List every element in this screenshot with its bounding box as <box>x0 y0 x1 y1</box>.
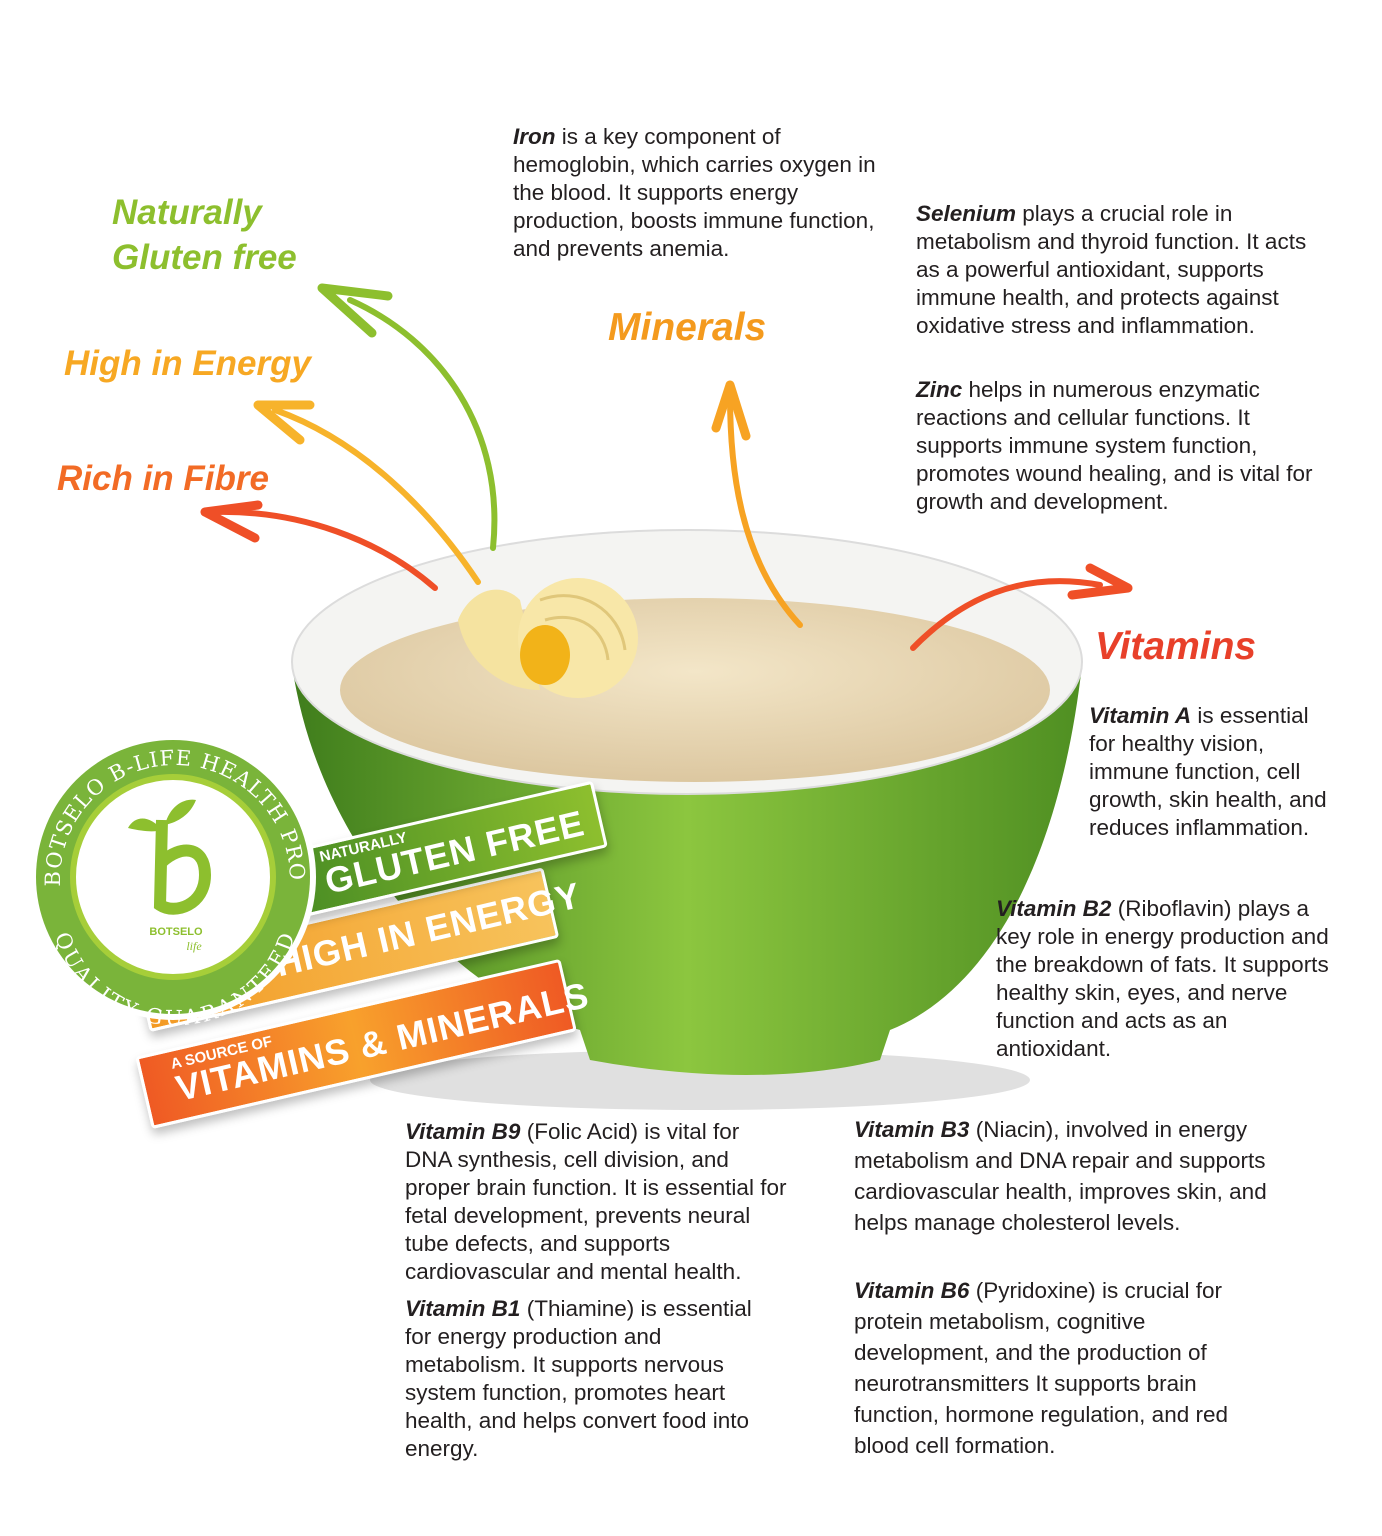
label-naturally: Naturally <box>112 193 262 232</box>
vitamin-b1-description: Vitamin B1 (Thiamine) is essential for e… <box>405 1295 775 1463</box>
vitamin-b6-description: Vitamin B6 (Pyridoxine) is crucial for p… <box>854 1275 1274 1461</box>
label-high-energy: High in Energy <box>64 344 311 383</box>
selenium-description: Selenium plays a crucial role in metabol… <box>916 200 1311 340</box>
nutrient-text: (Niacin), involved in energy metabolism … <box>854 1117 1267 1235</box>
iron-description: Iron is a key component of hemoglobin, w… <box>513 123 885 263</box>
nutrient-text: (Folic Acid) is vital for DNA synthesis,… <box>405 1119 787 1284</box>
label-vitamins: Vitamins <box>1095 625 1257 668</box>
nutrient-name: Vitamin A <box>1089 703 1192 728</box>
arrows <box>200 283 1133 651</box>
bowl-shadow <box>370 1050 1030 1110</box>
vitamin-b9-description: Vitamin B9 (Folic Acid) is vital for DNA… <box>405 1118 790 1286</box>
vitamin-b2-description: Vitamin B2 (Riboflavin) plays a key role… <box>996 895 1331 1063</box>
nutrient-name: Vitamin B1 <box>405 1296 521 1321</box>
nutrient-name: Vitamin B9 <box>405 1119 521 1144</box>
nutrient-text: (Thiamine) is essential for energy produ… <box>405 1296 752 1461</box>
nutrient-text: (Pyridoxine) is crucial for protein meta… <box>854 1278 1228 1458</box>
zinc-description: Zinc helps in numerous enzymatic reactio… <box>916 376 1316 516</box>
vitamin-a-description: Vitamin A is essential for healthy visio… <box>1089 702 1339 842</box>
nutrient-text: is essential for healthy vision, immune … <box>1089 703 1327 840</box>
nutrient-name: Zinc <box>916 377 963 402</box>
vitamin-b3-description: Vitamin B3 (Niacin), involved in energy … <box>854 1114 1299 1238</box>
nutrient-name: Vitamin B6 <box>854 1278 970 1303</box>
nutrient-name: Selenium <box>916 201 1017 226</box>
label-gluten-free: Gluten free <box>112 238 297 277</box>
label-minerals: Minerals <box>608 306 767 349</box>
butter-curl <box>458 578 638 698</box>
nutrient-text: helps in numerous enzymatic reactions an… <box>916 377 1313 514</box>
porridge <box>340 598 1050 782</box>
nutrient-name: Vitamin B2 <box>996 896 1112 921</box>
nutrient-text: is a key component of hemoglobin, which … <box>513 124 876 261</box>
nutrient-text: plays a crucial role in metabolism and t… <box>916 201 1307 338</box>
nutrient-name: Iron <box>513 124 556 149</box>
label-rich-fibre: Rich in Fibre <box>57 459 269 498</box>
nutrient-name: Vitamin B3 <box>854 1117 970 1142</box>
nutrient-text: (Riboflavin) plays a key role in energy … <box>996 896 1329 1061</box>
